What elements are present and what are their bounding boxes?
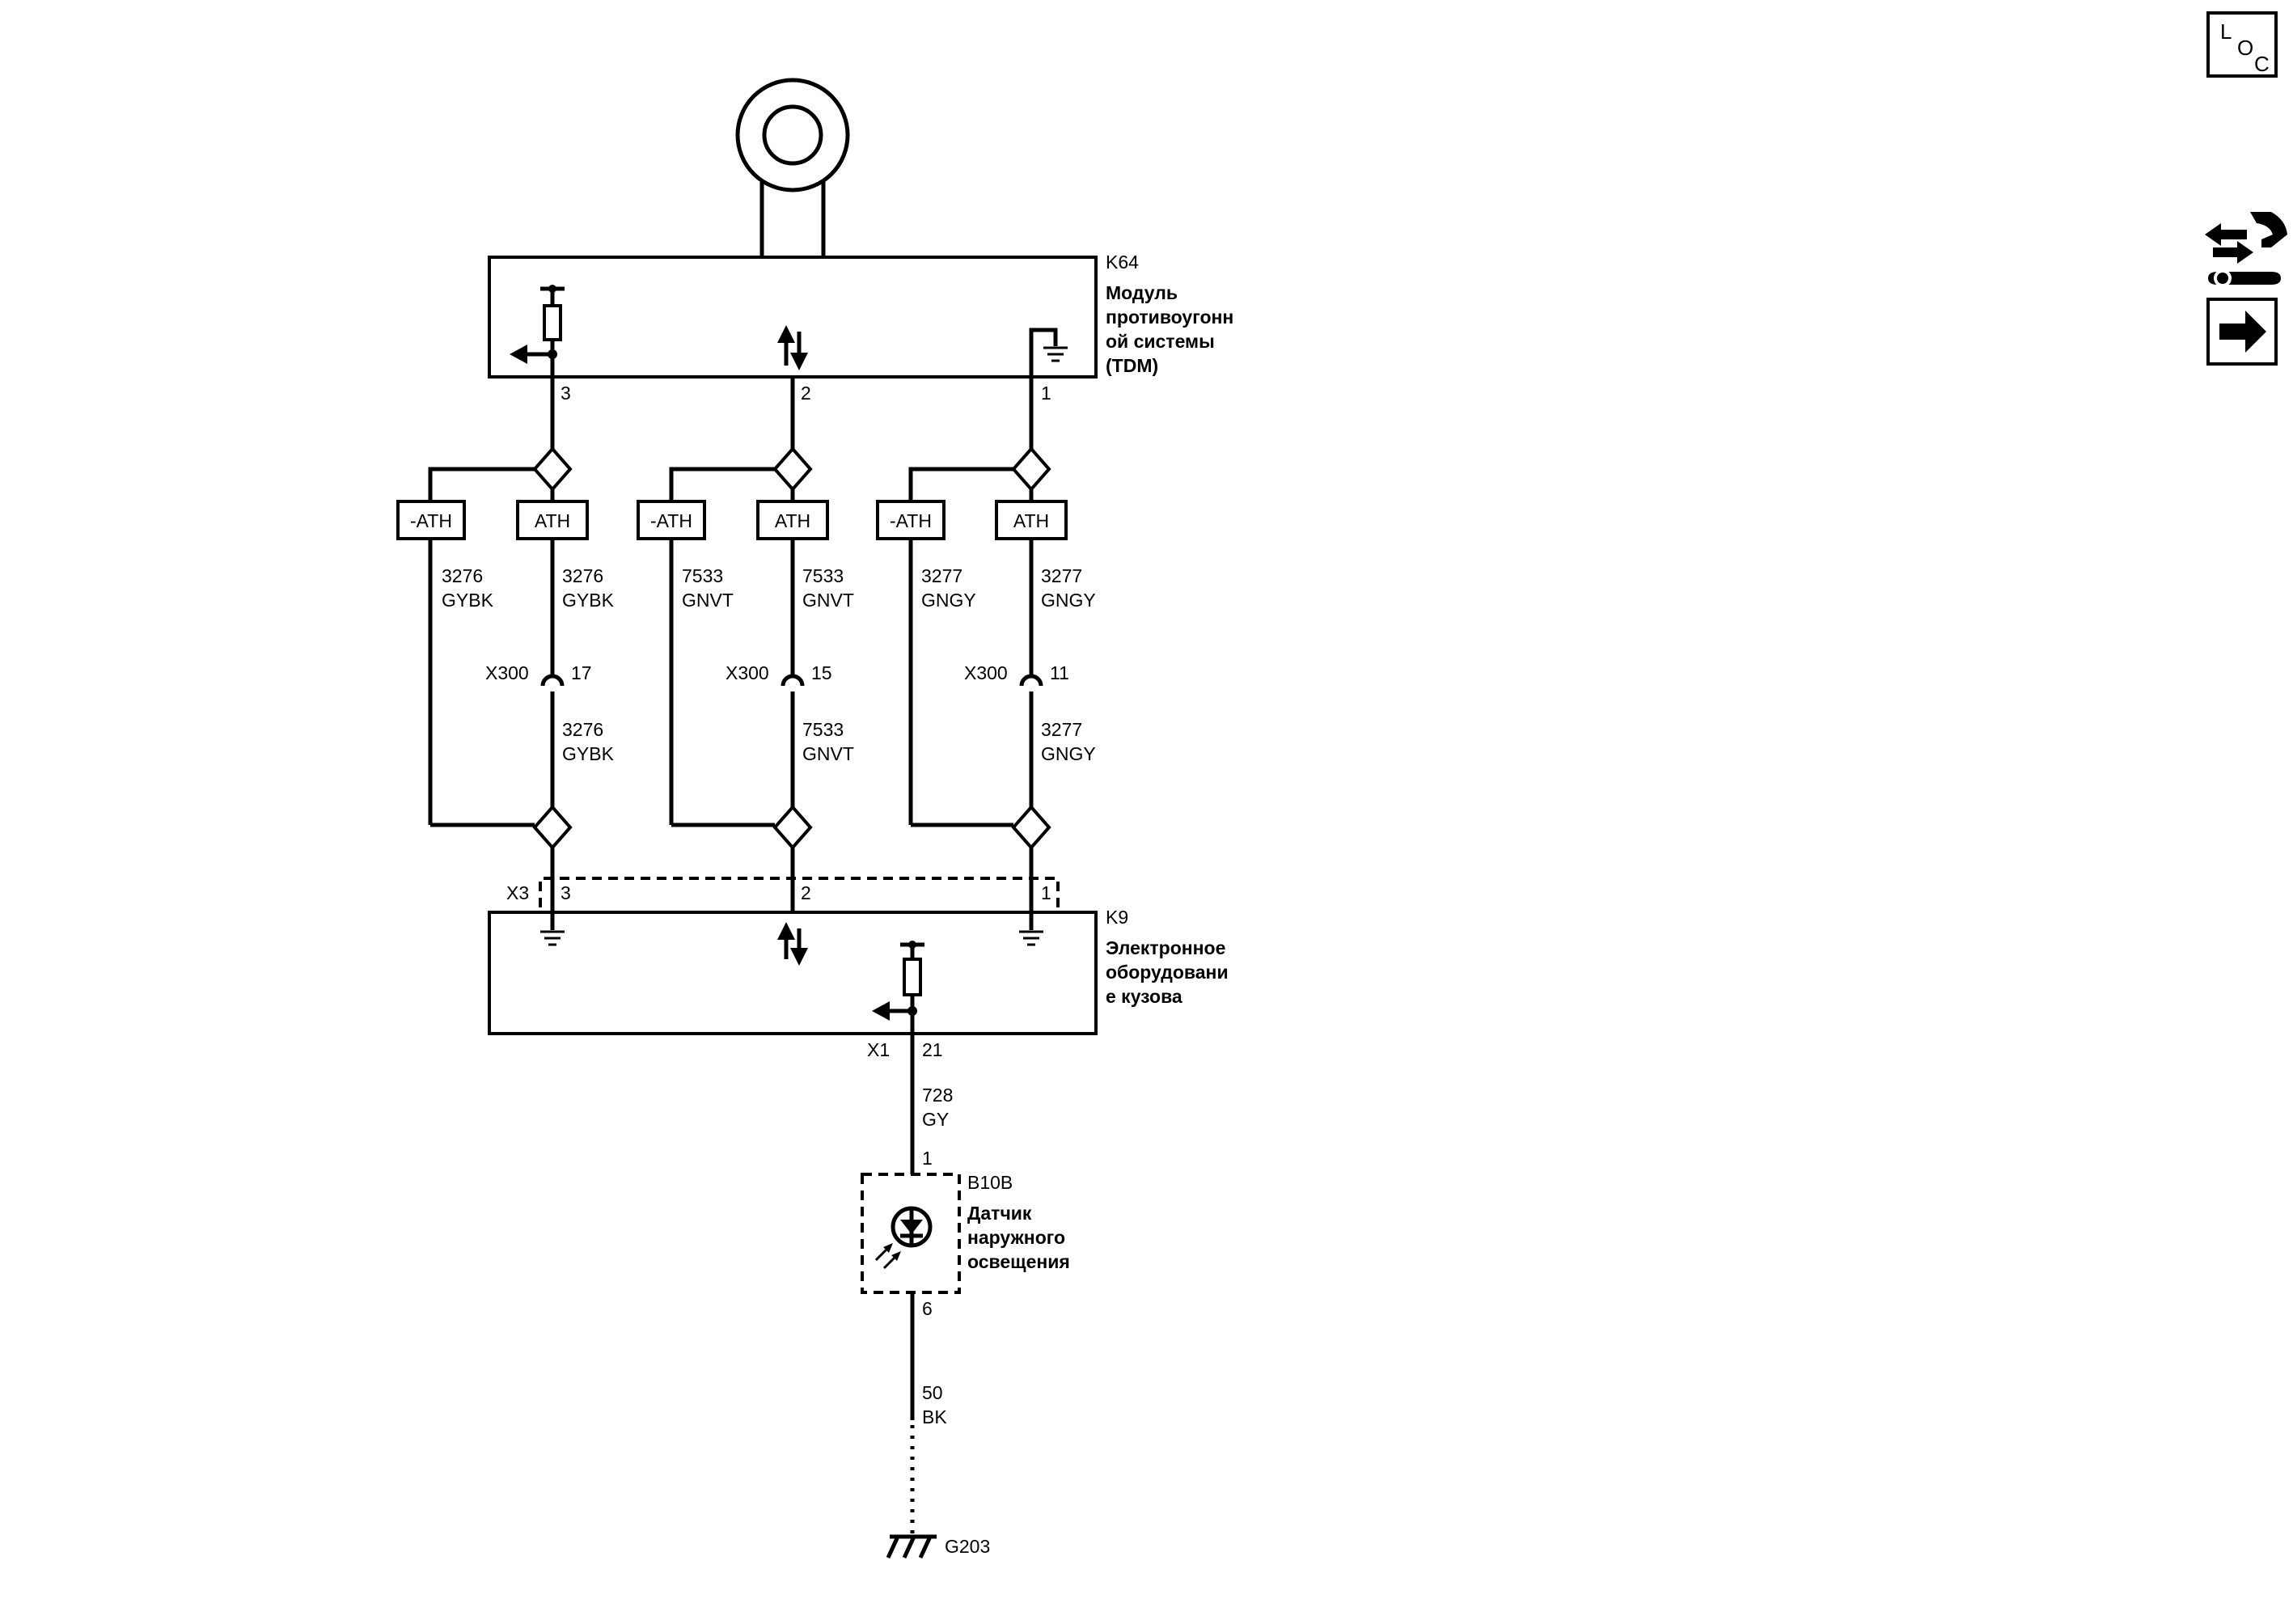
pullup-resistor-icon	[510, 285, 565, 377]
bcm-module: K9 Электронное оборудовани е кузова	[488, 907, 1229, 1035]
circuit-3-number: 3277	[1041, 565, 1082, 586]
internal-ground-icon	[1019, 912, 1043, 946]
immobilizer-coil-icon	[735, 78, 850, 257]
bcm-module-name-3: е кузова	[1106, 986, 1182, 1007]
circuit-1-number-lower: 3276	[562, 719, 603, 740]
option-not-ath-2: -ATH	[650, 510, 692, 531]
circuit-1-alt-number: 3276	[442, 565, 483, 586]
tdm-module-name-2: противоугонн	[1106, 307, 1233, 328]
option-ath-2: ATH	[775, 510, 810, 531]
circuit-3-number-lower: 3277	[1041, 719, 1082, 740]
circuit-1-number: 3276	[562, 565, 603, 586]
circuit-3-alt-number: 3277	[921, 565, 962, 586]
bcm-pin-3: 3	[561, 882, 571, 903]
connector-x3-outline	[539, 877, 1060, 907]
bcm-module-name-2: оборудовани	[1106, 962, 1229, 983]
wrench-arrows-icon[interactable]	[2205, 212, 2287, 287]
internal-ground-icon	[1029, 328, 1068, 377]
chassis-ground-icon	[886, 1534, 937, 1559]
loc-icon[interactable]: L O C	[2206, 11, 2278, 78]
sensor-name-3: освещения	[967, 1251, 1070, 1272]
ground-wire-color: BK	[922, 1406, 947, 1427]
ground-wire-circuit: 50	[922, 1382, 943, 1403]
sensor-wire-color: GY	[922, 1109, 949, 1130]
option-not-ath-3: -ATH	[890, 510, 932, 531]
sensor-pin-top: 1	[922, 1148, 933, 1169]
loc-letter-o: O	[2237, 36, 2253, 60]
option-not-ath-1: -ATH	[410, 510, 452, 531]
bcm-module-id: K9	[1106, 907, 1128, 928]
tdm-pin-1: 1	[1041, 383, 1051, 404]
circuit-1-alt-color: GYBK	[442, 590, 494, 611]
circuit-branch-3: -ATH ATH	[876, 377, 1068, 912]
inline-pin-1: 17	[571, 662, 592, 683]
tdm-module-id: K64	[1106, 252, 1139, 273]
tdm-module-name-4: (TDM)	[1106, 355, 1158, 376]
circuit-2-color: GNVT	[802, 590, 854, 611]
arrow-right-icon[interactable]	[2206, 298, 2278, 366]
pullup-resistor-icon	[872, 941, 924, 1034]
circuit-2-color-lower: GNVT	[802, 743, 854, 764]
sensor-pin-bottom: 6	[922, 1298, 933, 1319]
tdm-pin-3: 3	[561, 383, 571, 404]
inline-connector-3: X300	[964, 662, 1008, 683]
inline-connector-1: X300	[485, 662, 529, 683]
circuit-1-color-lower: GYBK	[562, 743, 615, 764]
tdm-module-name-1: Модуль	[1106, 282, 1178, 303]
ground-label: G203	[945, 1536, 990, 1557]
bcm-pin-1: 1	[1041, 882, 1051, 903]
bcm-pin-2: 2	[801, 882, 811, 903]
circuit-3-alt-color: GNGY	[921, 590, 976, 611]
sensor-name-1: Датчик	[967, 1203, 1032, 1224]
sensor-name-2: наружного	[967, 1227, 1065, 1248]
inline-connector-2: X300	[726, 662, 769, 683]
bcm-module-name-1: Электронное	[1106, 937, 1225, 958]
bidirectional-arrows-icon	[777, 325, 808, 370]
loc-letter-c: C	[2254, 52, 2270, 76]
circuit-2-number-lower: 7533	[802, 719, 844, 740]
sensor-wire-circuit: 728	[922, 1085, 953, 1106]
inline-pin-2: 15	[811, 662, 832, 683]
circuit-3-color: GNGY	[1041, 590, 1096, 611]
loc-letter-l: L	[2220, 19, 2232, 44]
bcm-output-pin: 21	[922, 1039, 943, 1060]
tdm-module-name-3: ой системы	[1106, 331, 1215, 352]
circuit-2-alt-number: 7533	[682, 565, 723, 586]
circuit-branch-1: -ATH ATH	[396, 377, 589, 912]
circuit-2-alt-color: GNVT	[682, 590, 734, 611]
ambient-light-sensor	[861, 1173, 961, 1294]
bcm-output-connector: X1	[867, 1039, 890, 1060]
sensor-id: B10B	[967, 1172, 1013, 1193]
tdm-pin-2: 2	[801, 383, 811, 404]
circuit-branch-2: -ATH ATH	[637, 377, 829, 912]
photodiode-icon	[874, 1206, 933, 1270]
option-ath-1: ATH	[535, 510, 570, 531]
circuit-1-color: GYBK	[562, 590, 615, 611]
bidirectional-arrows-icon	[777, 922, 808, 966]
option-ath-3: ATH	[1013, 510, 1049, 531]
inline-pin-3: 11	[1050, 662, 1069, 683]
circuit-2-number: 7533	[802, 565, 844, 586]
tdm-module: K64 Модуль противоугонн ой системы (TDM)	[488, 252, 1233, 379]
bcm-connector-label: X3	[506, 882, 529, 903]
circuit-3-color-lower: GNGY	[1041, 743, 1096, 764]
internal-ground-icon	[540, 912, 565, 946]
